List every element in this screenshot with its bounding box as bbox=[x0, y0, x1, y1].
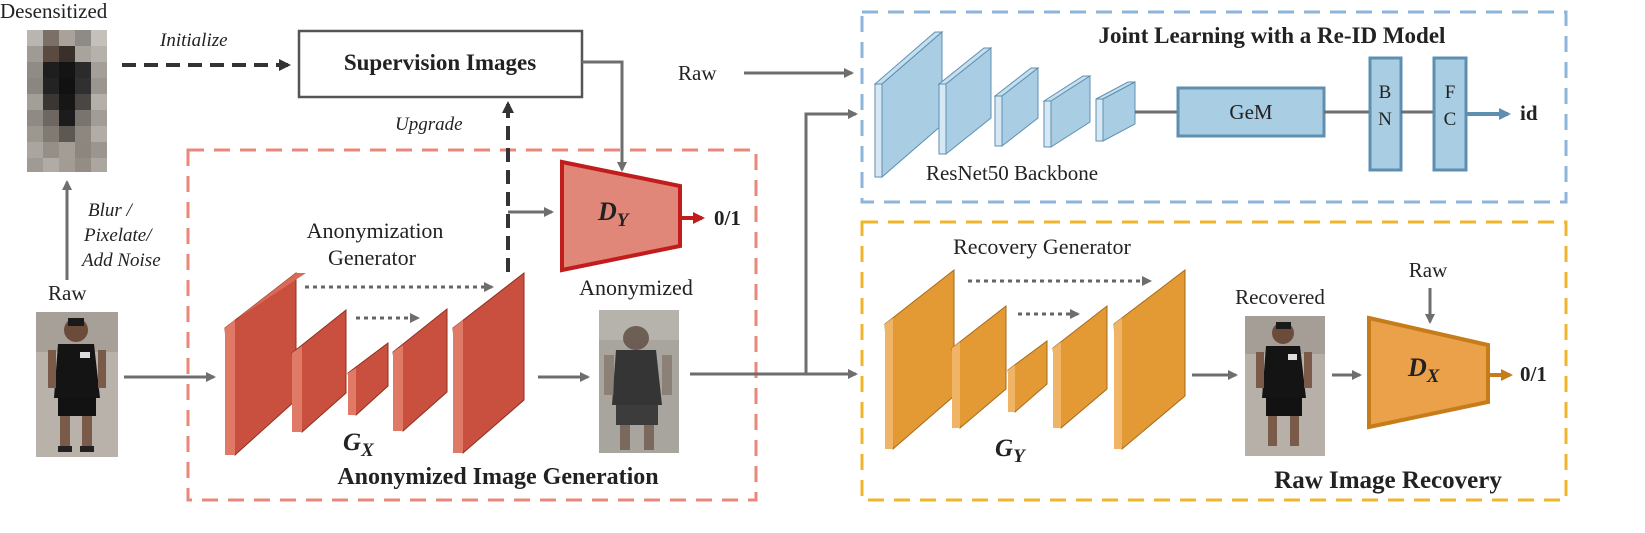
fc-label-c: C bbox=[1444, 109, 1457, 130]
gem-block bbox=[1176, 86, 1326, 138]
anon-section-title: Anonymized Image Generation bbox=[337, 464, 658, 490]
raw-right-label: Raw bbox=[1409, 258, 1448, 282]
supervision-images-label: Supervision Images bbox=[344, 50, 536, 75]
desensitized-label: Desensitized bbox=[0, 0, 108, 23]
recovered-image bbox=[1245, 316, 1325, 456]
blur-label-2: Pixelate/ bbox=[83, 225, 153, 246]
recovered-label: Recovered bbox=[1235, 285, 1325, 309]
blur-label-1: Blur / bbox=[88, 200, 134, 221]
id-label: id bbox=[1520, 101, 1538, 125]
dx-output: 0/1 bbox=[1520, 362, 1547, 386]
raw-top-label: Raw bbox=[678, 61, 717, 85]
gem-label: GeM bbox=[1229, 100, 1272, 124]
anonymized-label: Anonymized bbox=[579, 275, 693, 300]
fc-label-f: F bbox=[1445, 82, 1456, 103]
bn-label-n: N bbox=[1378, 109, 1392, 130]
gy-generator bbox=[884, 268, 1186, 451]
recovery-gen-label: Recovery Generator bbox=[953, 234, 1131, 259]
supervision-to-dy-arrow bbox=[582, 60, 627, 172]
fc-block bbox=[1432, 56, 1468, 172]
raw-person-image-left bbox=[36, 312, 118, 457]
gx-generator bbox=[224, 271, 525, 457]
dy-label: DY bbox=[597, 197, 631, 231]
anonymized-generation-section bbox=[186, 148, 758, 502]
blur-label-3: Add Noise bbox=[80, 250, 161, 271]
desensitized-image bbox=[27, 30, 107, 172]
to-reid-arrow bbox=[804, 109, 858, 374]
dx-discriminator bbox=[1367, 315, 1490, 430]
dx-label: DX bbox=[1407, 353, 1441, 387]
anon-gen-label-2: Generator bbox=[328, 245, 417, 270]
bn-block bbox=[1368, 56, 1403, 172]
anon-gen-label-1: Anonymization bbox=[307, 218, 444, 243]
recovery-section bbox=[860, 220, 1568, 502]
gx-label: GX bbox=[343, 429, 375, 461]
dy-output: 0/1 bbox=[714, 206, 741, 230]
anonymized-image bbox=[599, 310, 679, 453]
gy-label: GY bbox=[995, 435, 1027, 467]
raw-left-label: Raw bbox=[48, 281, 87, 305]
upgrade-label: Upgrade bbox=[395, 114, 463, 135]
supervision-images-box bbox=[297, 29, 584, 99]
reid-section bbox=[860, 10, 1568, 204]
resnet-backbone bbox=[873, 30, 1136, 179]
resnet-label: ResNet50 Backbone bbox=[926, 161, 1098, 185]
initialize-label: Initialize bbox=[159, 30, 228, 51]
reid-title: Joint Learning with a Re-ID Model bbox=[1099, 23, 1446, 48]
recovery-section-title: Raw Image Recovery bbox=[1274, 467, 1502, 494]
bn-label-b: B bbox=[1379, 82, 1392, 103]
dy-discriminator bbox=[560, 159, 682, 273]
